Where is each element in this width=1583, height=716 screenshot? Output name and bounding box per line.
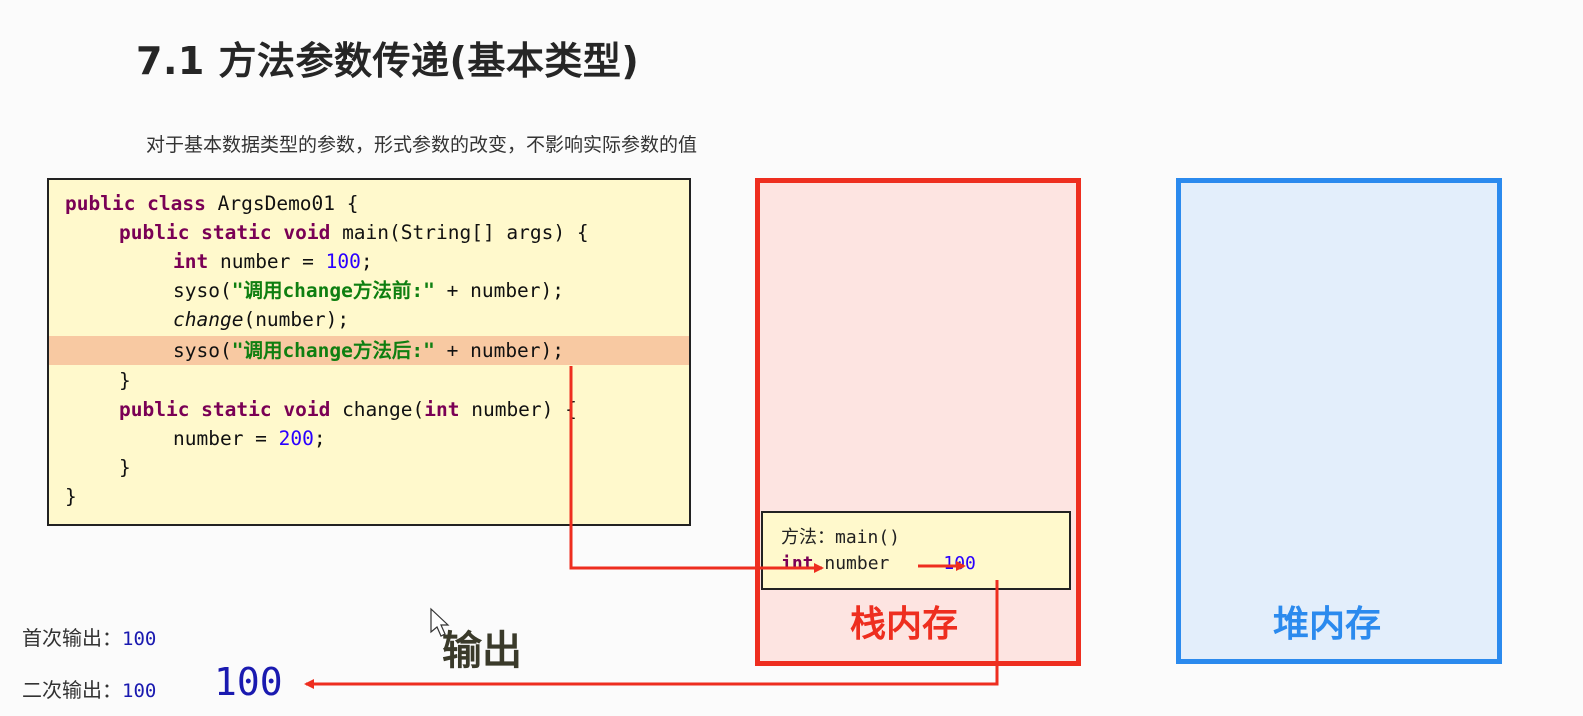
- code-text: ArgsDemo01 {: [205, 192, 359, 215]
- cursor-icon: [430, 607, 450, 637]
- code-line-11: }: [65, 485, 77, 508]
- frame-title: 方法：main(): [781, 527, 901, 548]
- second-output-label: 二次输出：: [22, 678, 122, 702]
- subtitle: 对于基本数据类型的参数，形式参数的改变，不影响实际参数的值: [146, 134, 698, 156]
- first-output: 首次输出：100: [22, 622, 156, 651]
- code-text: number =: [173, 427, 279, 450]
- code-number: 100: [325, 250, 361, 273]
- code-line-7: }: [119, 369, 131, 392]
- output-big-value: 100: [214, 660, 283, 704]
- code-line-6-highlighted: syso("调用change方法后:" + number);: [49, 336, 689, 365]
- code-text: syso(: [173, 279, 232, 302]
- code-keyword: int: [173, 250, 209, 273]
- code-line-1: public class ArgsDemo01 {: [49, 189, 689, 218]
- page-title: 7.1 方法参数传递(基本类型): [136, 39, 640, 83]
- first-output-label: 首次输出：: [22, 626, 122, 650]
- code-text: + number);: [434, 339, 565, 362]
- code-line-4: syso("调用change方法前:" + number);: [49, 276, 689, 305]
- code-text: number =: [208, 250, 326, 273]
- code-text: main(String[] args) {: [330, 221, 589, 244]
- output-word: 输出: [442, 628, 522, 674]
- code-block: public class ArgsDemo01 { public static …: [47, 178, 691, 526]
- code-text: ;: [360, 250, 373, 273]
- second-output: 二次输出：100: [22, 674, 156, 703]
- arrow-value-to-output: [304, 580, 999, 689]
- code-string: "调用change方法前:": [231, 279, 435, 302]
- code-keyword: public class: [65, 192, 206, 215]
- code-keyword: int: [424, 398, 460, 421]
- second-output-value: 100: [122, 680, 157, 702]
- code-number: 200: [278, 427, 314, 450]
- heap-memory-label: 堆内存: [1273, 604, 1382, 645]
- frame-var-name: number: [813, 553, 890, 574]
- code-keyword: public static void: [119, 398, 331, 421]
- code-text: syso(: [173, 339, 232, 362]
- code-text: change(: [330, 398, 425, 421]
- arrow-code-to-frame: [569, 366, 824, 573]
- code-line-3: int number = 100;: [49, 247, 689, 276]
- code-text: ;: [313, 427, 326, 450]
- code-keyword: public static void: [119, 221, 331, 244]
- code-line-2: public static void main(String[] args) {: [49, 218, 689, 247]
- code-line-10: }: [119, 456, 131, 479]
- code-line-9: number = 200;: [49, 424, 689, 453]
- heap-memory-region: [1176, 178, 1502, 664]
- code-text: + number);: [434, 279, 565, 302]
- code-string: "调用change方法后:": [231, 339, 435, 362]
- code-method-call: change: [173, 308, 244, 331]
- code-text: (number);: [243, 308, 350, 331]
- code-line-5: change(number);: [49, 305, 689, 334]
- stack-memory-label: 栈内存: [850, 604, 959, 645]
- first-output-value: 100: [122, 628, 157, 650]
